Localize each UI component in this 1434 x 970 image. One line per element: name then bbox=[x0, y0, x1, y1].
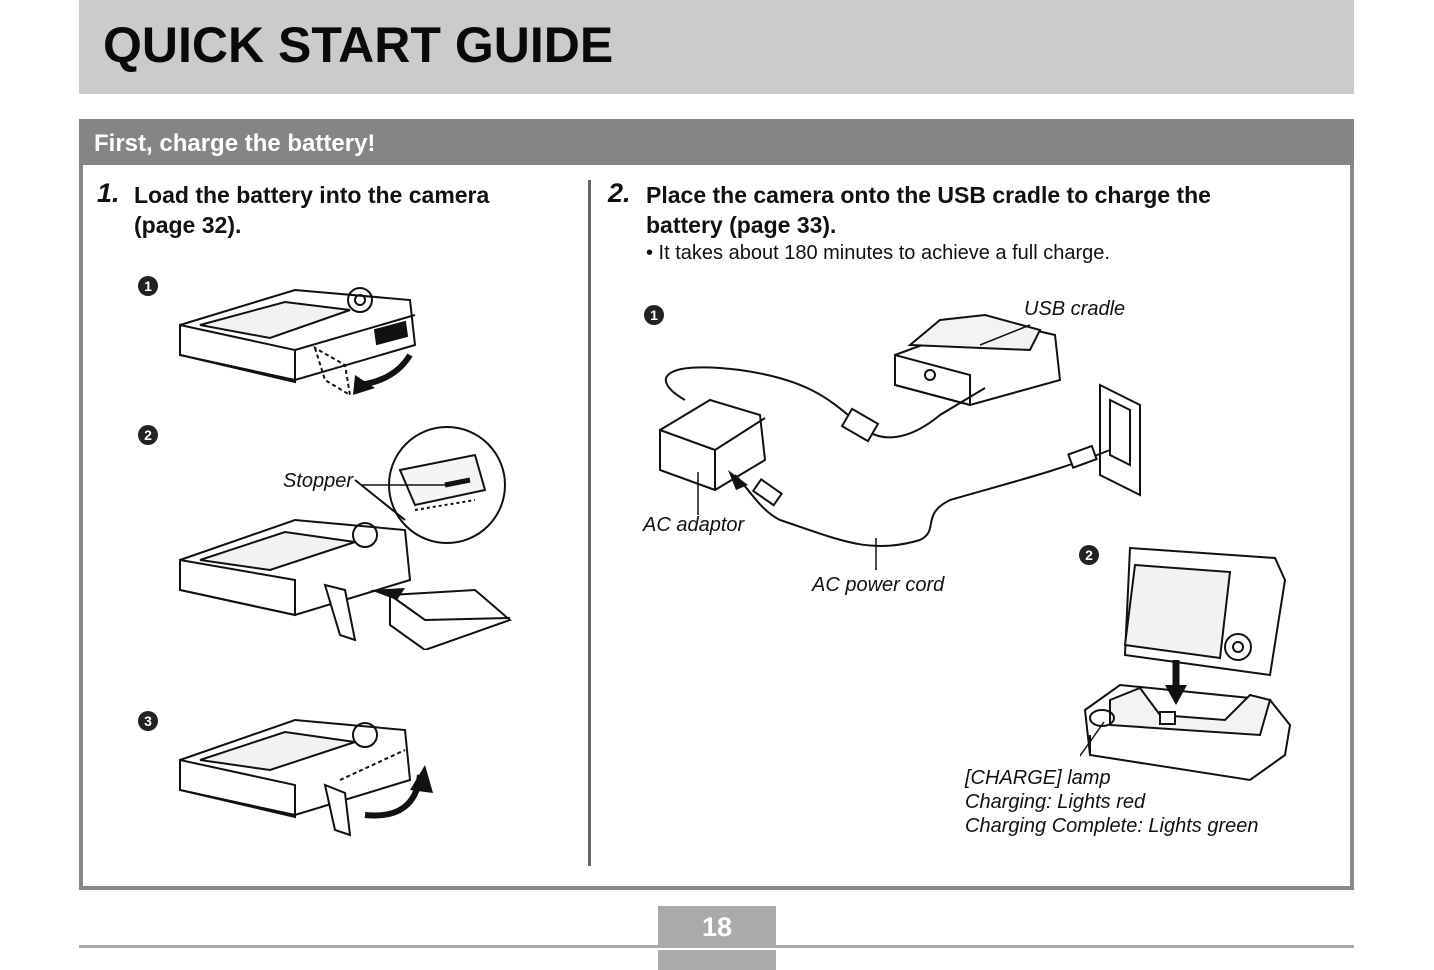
step-1-marker-3: 3 bbox=[138, 711, 158, 731]
page-number-box: 18 bbox=[658, 906, 776, 946]
ac-adaptor-label: AC adaptor bbox=[643, 514, 745, 536]
step-1-text-line-1: Load the battery into the camera bbox=[134, 182, 490, 208]
step-2-text-line-2: battery (page 33). bbox=[646, 212, 837, 238]
charge-lamp-notes: [CHARGE] lamp Charging: Lights red Charg… bbox=[965, 766, 1259, 838]
step-2-bullet: • It takes about 180 minutes to achieve … bbox=[646, 242, 1110, 264]
camera-open-cover-illustration bbox=[179, 287, 417, 397]
camera-on-cradle-illustration bbox=[1080, 546, 1292, 782]
step-1-number: 1. bbox=[97, 178, 120, 208]
step-2-text-line-1: Place the camera onto the USB cradle to … bbox=[646, 182, 1211, 208]
column-divider bbox=[588, 180, 591, 866]
charge-lamp-label: [CHARGE] lamp bbox=[965, 767, 1111, 789]
charging-setup-illustration bbox=[659, 313, 1141, 570]
page-number: 18 bbox=[701, 912, 733, 942]
page-number-tab bbox=[658, 950, 776, 970]
step-2-marker-2: 2 bbox=[1079, 545, 1099, 565]
step-1-text-line-2: (page 32). bbox=[134, 212, 242, 238]
section-header: First, charge the battery! bbox=[79, 119, 1354, 165]
camera-insert-battery-illustration bbox=[179, 426, 512, 650]
page-title: QUICK START GUIDE bbox=[103, 17, 614, 73]
section-title: First, charge the battery! bbox=[94, 130, 376, 157]
step-2-number: 2. bbox=[608, 178, 631, 208]
stopper-leader-line bbox=[362, 484, 450, 486]
camera-close-cover-illustration bbox=[179, 718, 433, 837]
step-1-marker-1: 1 bbox=[138, 276, 158, 296]
charging-complete-note: Charging Complete: Lights green bbox=[965, 815, 1259, 837]
ac-power-cord-label: AC power cord bbox=[812, 574, 945, 596]
title-bar: QUICK START GUIDE bbox=[79, 0, 1354, 94]
step-2-marker-1: 1 bbox=[644, 305, 664, 325]
charging-note: Charging: Lights red bbox=[965, 791, 1146, 813]
usb-cradle-label: USB cradle bbox=[1024, 298, 1126, 320]
stopper-label: Stopper bbox=[283, 470, 354, 492]
step-1-marker-2: 2 bbox=[138, 425, 158, 445]
footer-rule bbox=[79, 945, 1354, 948]
